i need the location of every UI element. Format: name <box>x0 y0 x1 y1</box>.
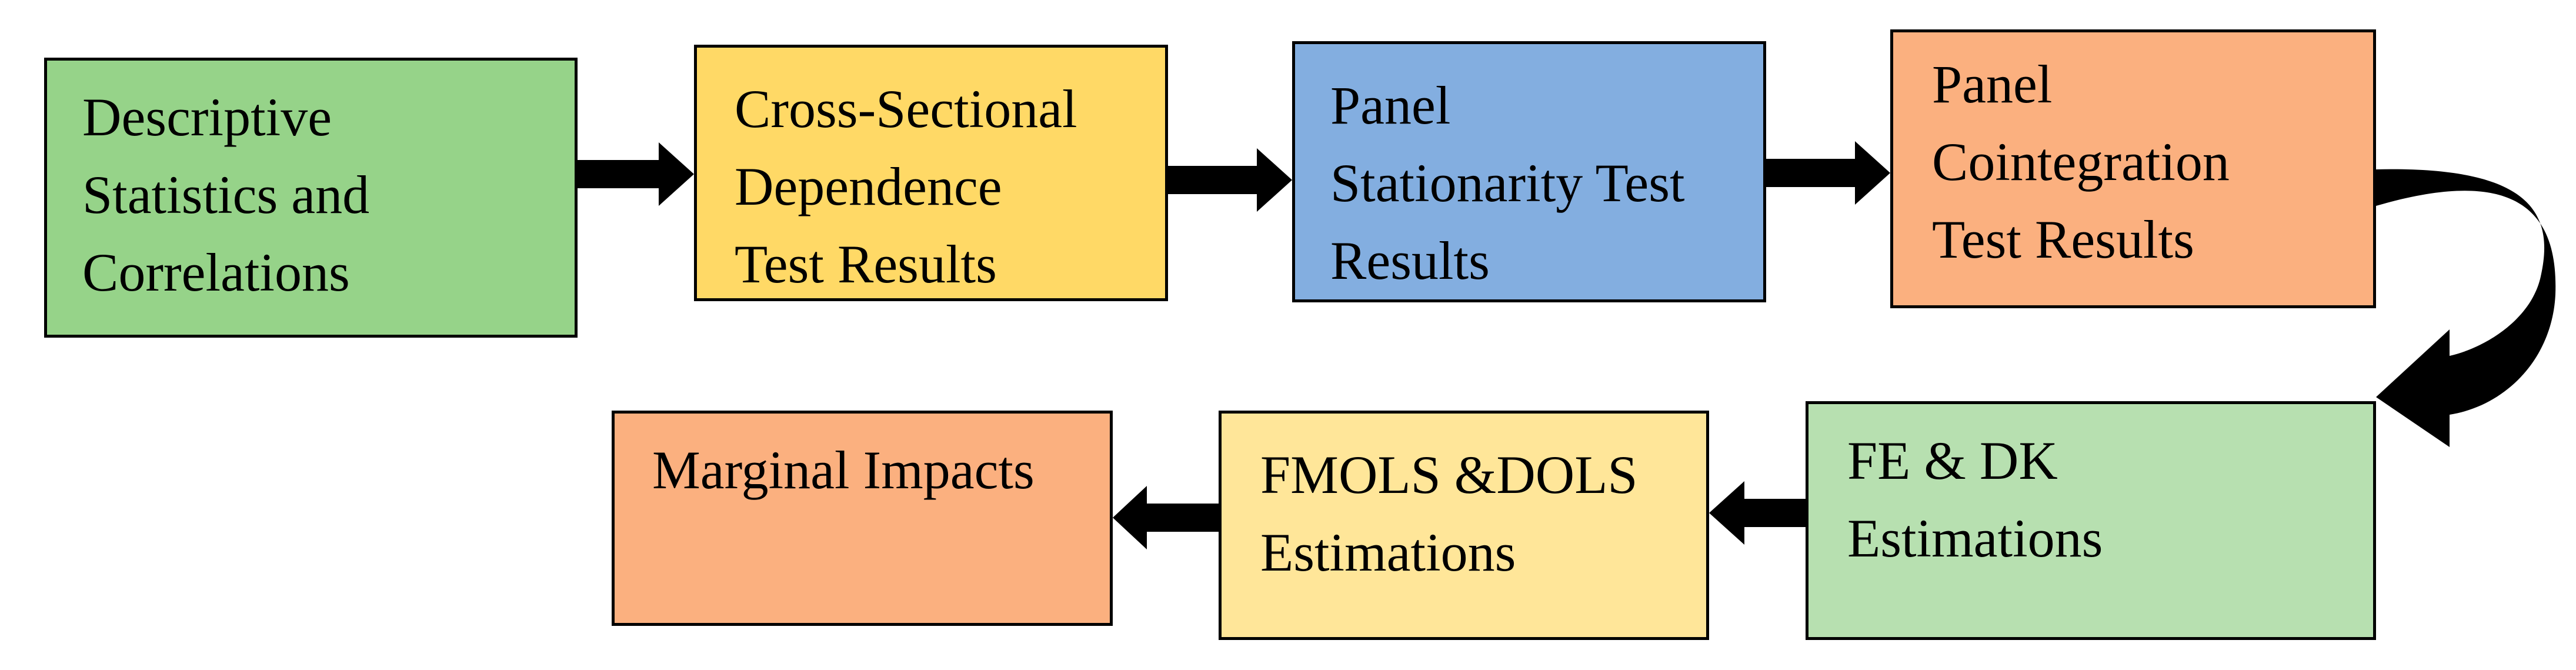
arrow-descriptive-to-csd <box>578 142 694 206</box>
box-cross-sectional-dependence: Cross-Sectional Dependence Test Results <box>694 45 1168 301</box>
arrow-fe-dk-to-fmols <box>1709 481 1806 545</box>
arrow-fmols-to-marginal <box>1113 486 1219 549</box>
arrow-stationarity-to-cointegration <box>1766 141 1890 205</box>
arrow-cointegration-to-fe-dk <box>2376 169 2556 447</box>
box-label: Panel Stationarity Test Results <box>1330 75 1685 291</box>
box-descriptive-statistics: Descriptive Statistics and Correlations <box>44 58 578 338</box>
box-label: Descriptive Statistics and Correlations <box>82 87 370 302</box>
box-label: Panel Cointegration Test Results <box>1932 54 2230 269</box>
box-fe-dk-estimations: FE & DK Estimations <box>1806 401 2376 640</box>
box-label: FE & DK Estimations <box>1847 431 2103 568</box>
box-label: Marginal Impacts <box>652 440 1035 500</box>
box-panel-cointegration: Panel Cointegration Test Results <box>1890 29 2376 308</box>
box-label: Cross-Sectional Dependence Test Results <box>735 79 1077 294</box>
arrow-csd-to-stationarity <box>1168 148 1292 212</box>
box-panel-stationarity: Panel Stationarity Test Results <box>1292 41 1766 302</box>
box-marginal-impacts: Marginal Impacts <box>612 411 1113 626</box>
box-label: FMOLS &DOLS Estimations <box>1260 445 1638 582</box>
box-fmols-dols-estimations: FMOLS &DOLS Estimations <box>1219 411 1709 640</box>
